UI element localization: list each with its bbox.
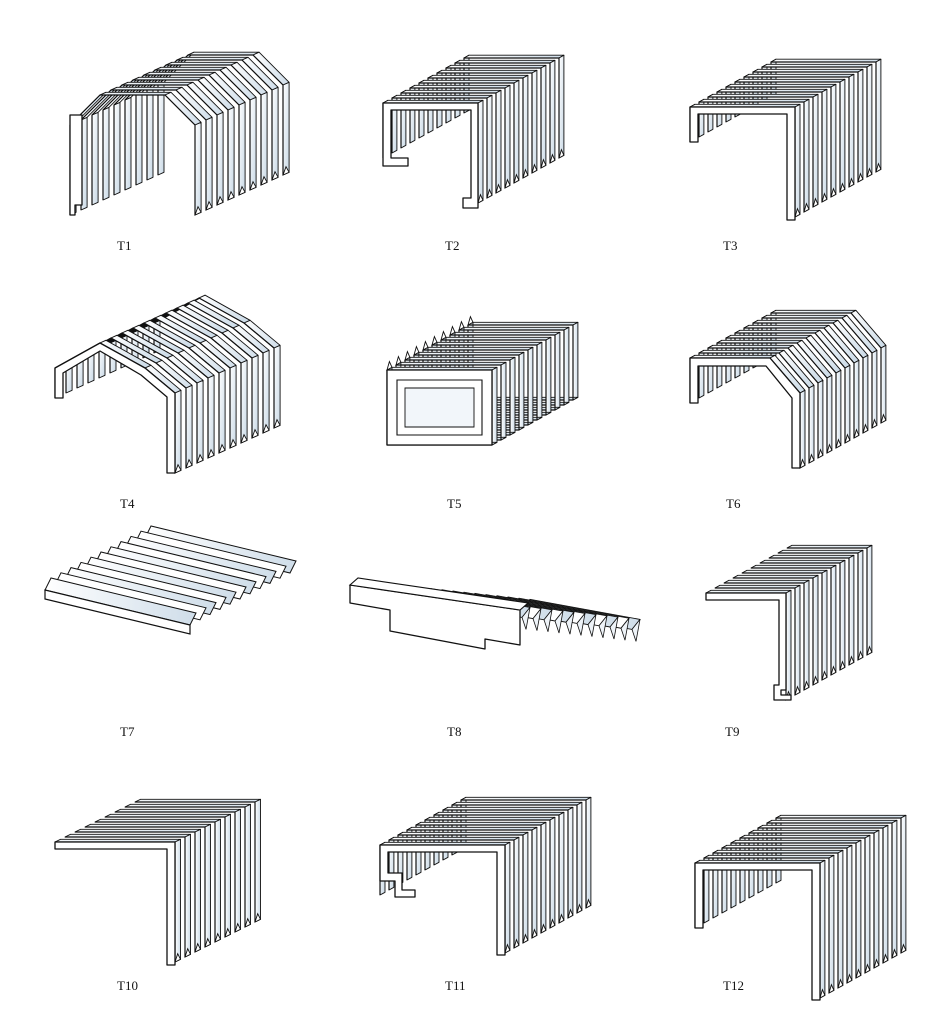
panel-label-t5: T5 [447, 496, 461, 511]
panel-t1: T1 [69, 51, 290, 253]
bellows-drawing-t2 [382, 54, 565, 209]
panel-t11: T11 [379, 796, 592, 993]
bellows-drawing-t12 [694, 814, 907, 1001]
bellows-drawing-t7 [44, 525, 297, 635]
panel-label-t12: T12 [723, 978, 744, 993]
panel-t3: T3 [689, 58, 882, 253]
panel-t7: T7 [44, 525, 297, 739]
panel-label-t8: T8 [447, 724, 461, 739]
bellows-drawing-t4 [54, 294, 281, 474]
bellows-drawing-t11 [379, 796, 592, 956]
panel-label-t7: T7 [120, 724, 135, 739]
bellows-drawing-t8 [348, 577, 641, 650]
panel-t9: T9 [705, 544, 873, 739]
bellows-drawing-t9 [705, 544, 873, 701]
panel-label-t9: T9 [725, 724, 739, 739]
panel-label-t2: T2 [445, 238, 459, 253]
panel-label-t10: T10 [117, 978, 138, 993]
panel-label-t1: T1 [117, 238, 131, 253]
bellows-drawing-t3 [689, 58, 882, 221]
panel-t2: T2 [382, 54, 565, 253]
bellows-drawing-t10 [54, 798, 262, 966]
panel-label-t11: T11 [445, 978, 465, 993]
panel-label-t4: T4 [120, 496, 135, 511]
panel-label-t3: T3 [723, 238, 737, 253]
bellows-drawing-t1 [69, 51, 290, 216]
panel-t6: T6 [689, 309, 887, 511]
bellows-drawing-t6 [689, 309, 887, 469]
panel-t8: T8 [348, 577, 641, 739]
panel-t5: T5 [386, 315, 579, 511]
panel-t4: T4 [54, 294, 281, 511]
panel-t12: T12 [694, 814, 907, 1001]
panel-t10: T10 [54, 798, 262, 993]
panel-label-t6: T6 [726, 496, 741, 511]
bellows-drawing-t5 [386, 315, 579, 446]
